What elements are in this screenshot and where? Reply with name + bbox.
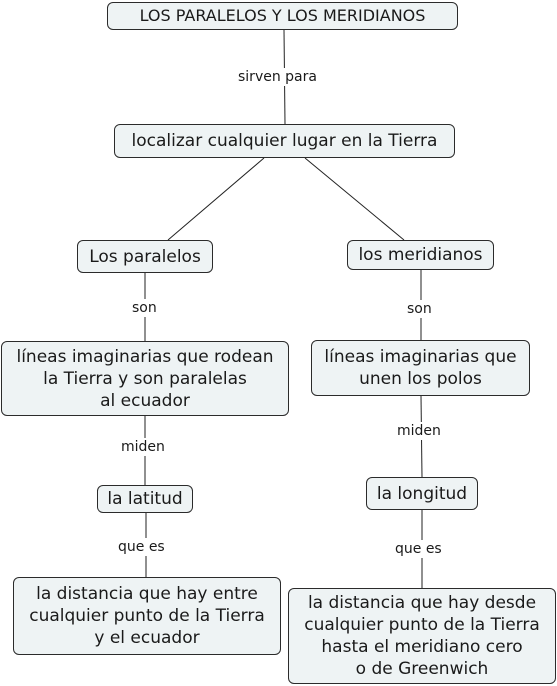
link-label-son-right: son	[405, 300, 434, 318]
link-label-sirven-para: sirven para	[236, 68, 319, 86]
link-label-miden-right: miden	[395, 422, 443, 440]
concept-distancia-ecuador-text: la distancia que hay entre cualquier pun…	[29, 584, 265, 648]
concept-lineas-polos[interactable]: líneas imaginarias que unen los polos	[311, 340, 530, 396]
concept-paralelos-text: Los paralelos	[89, 246, 201, 267]
concept-lineas-paralelas-text: líneas imaginarias que rodean la Tierra …	[16, 346, 274, 411]
concept-paralelos[interactable]: Los paralelos	[77, 240, 213, 273]
link-label-son-left: son	[130, 299, 159, 317]
concept-meridianos[interactable]: los meridianos	[347, 240, 494, 270]
concept-localizar-text: localizar cualquier lugar en la Tierra	[131, 131, 438, 151]
concept-latitud-text: la latitud	[107, 489, 183, 509]
connector-localizar-paralelos	[167, 157, 265, 241]
concept-localizar[interactable]: localizar cualquier lugar en la Tierra	[114, 124, 455, 158]
concept-lineas-polos-text: líneas imaginarias que unen los polos	[324, 347, 517, 389]
connector-localizar-meridianos	[304, 157, 405, 241]
concept-latitud[interactable]: la latitud	[97, 485, 193, 513]
link-label-miden-left: miden	[119, 438, 167, 456]
link-label-que-es-right: que es	[393, 540, 444, 558]
concept-longitud-text: la longitud	[376, 483, 468, 504]
concept-meridianos-text: los meridianos	[358, 245, 483, 265]
concept-title[interactable]: LOS PARALELOS Y LOS MERIDIANOS	[107, 2, 458, 30]
link-label-que-es-left: que es	[116, 538, 167, 556]
concept-distancia-greenwich-text: la distancia que hay desde cualquier pun…	[304, 593, 540, 679]
concept-longitud[interactable]: la longitud	[366, 477, 478, 510]
concept-title-text: LOS PARALELOS Y LOS MERIDIANOS	[139, 6, 426, 25]
concept-distancia-ecuador[interactable]: la distancia que hay entre cualquier pun…	[13, 577, 281, 655]
concept-lineas-paralelas[interactable]: líneas imaginarias que rodean la Tierra …	[1, 341, 289, 416]
concept-distancia-greenwich[interactable]: la distancia que hay desde cualquier pun…	[288, 588, 556, 684]
